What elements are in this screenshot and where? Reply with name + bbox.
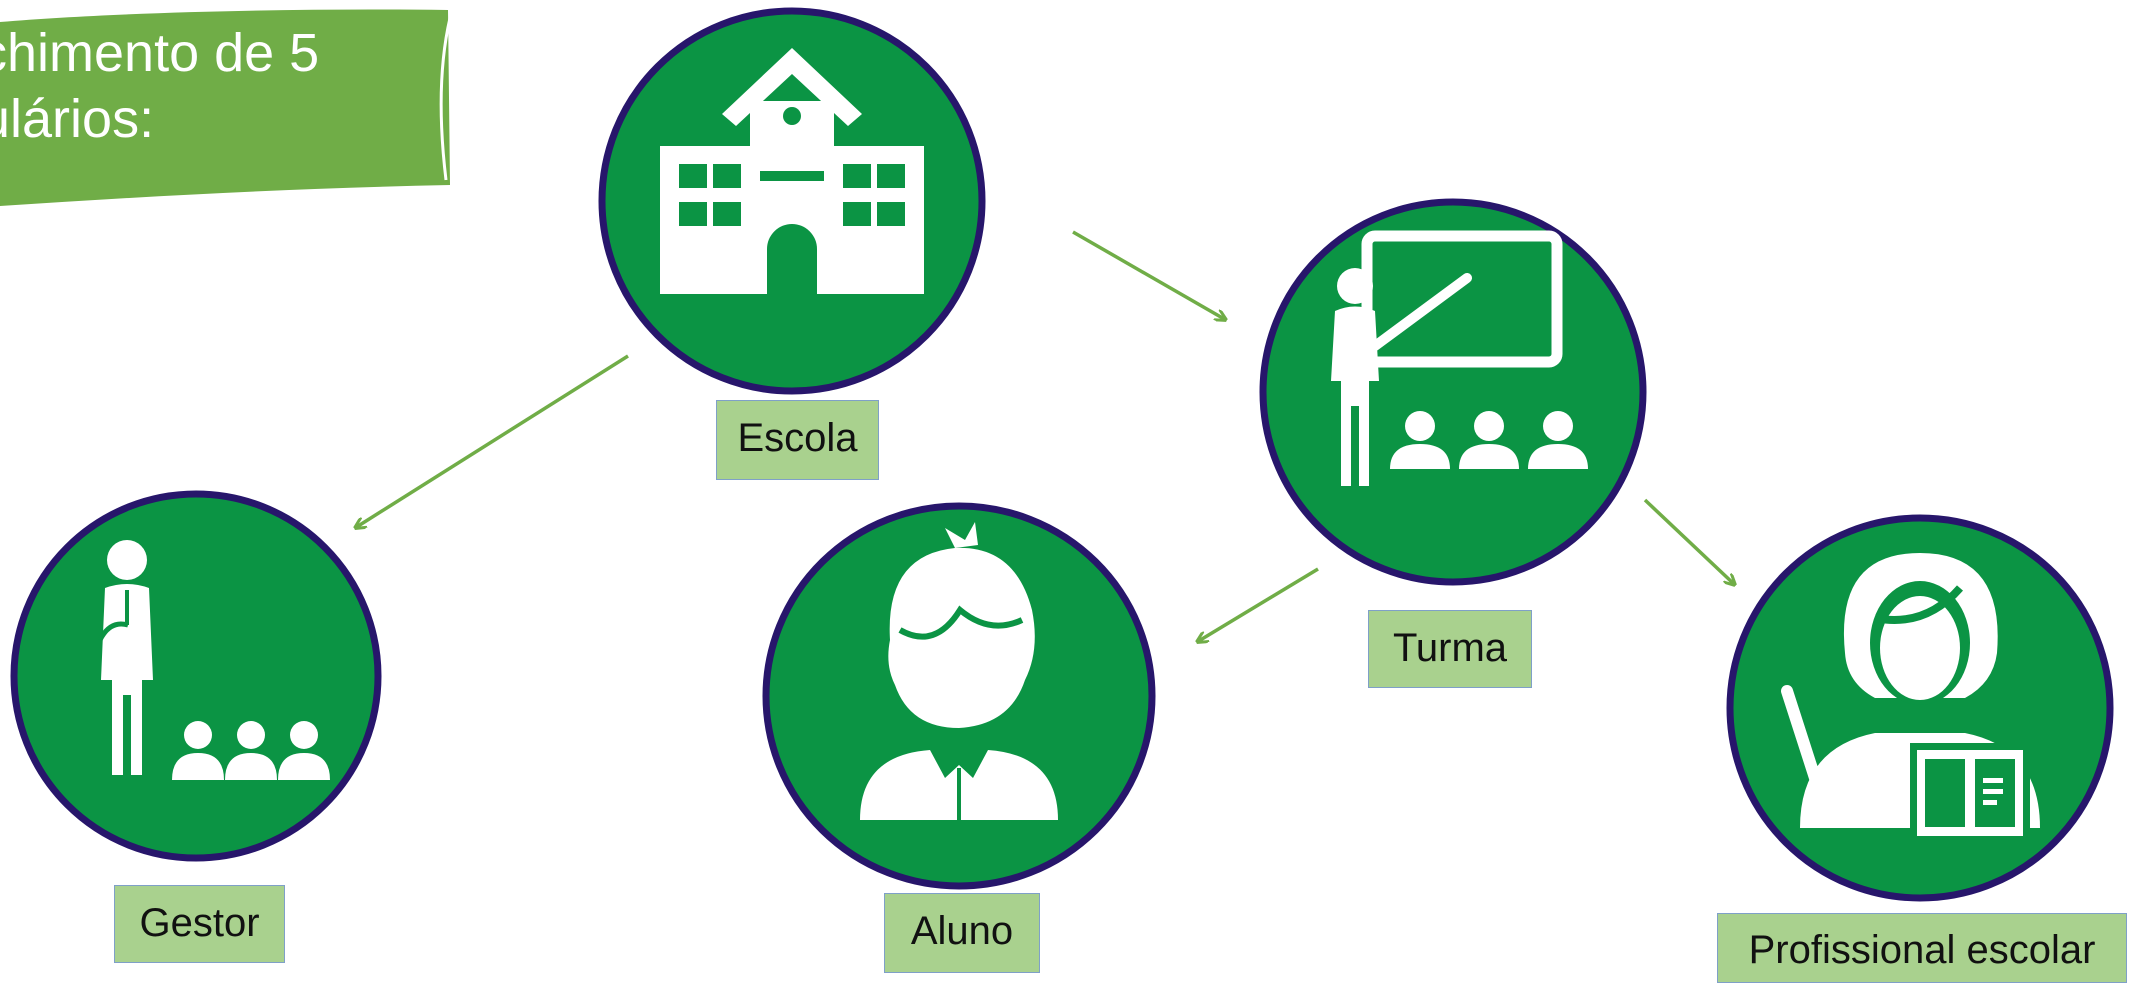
label-profissional-escolar: Profissional escolar: [1717, 913, 2127, 983]
banner-line-2: ulários:: [0, 89, 155, 149]
label-aluno: Aluno: [884, 893, 1040, 973]
manager-with-group-icon: [10, 490, 382, 862]
banner-line-1: chimento de 5: [0, 23, 320, 83]
banner-text: chimento de 5 ulários:: [0, 20, 410, 152]
label-escola: Escola: [716, 400, 879, 480]
arrow-turma-to-profissional: [1643, 498, 1735, 585]
arrow-escola-to-turma: [1072, 230, 1226, 320]
student-icon: [762, 502, 1156, 890]
arrow-turma-to-aluno: [1197, 567, 1319, 642]
arrow-escola-to-gestor: [355, 354, 629, 528]
label-gestor: Gestor: [114, 885, 285, 963]
title-banner: [0, 9, 452, 206]
school-building-icon: [598, 7, 986, 395]
school-professional-icon: [1726, 514, 2114, 902]
teacher-classroom-icon: [1259, 198, 1647, 586]
label-turma: Turma: [1368, 610, 1532, 688]
